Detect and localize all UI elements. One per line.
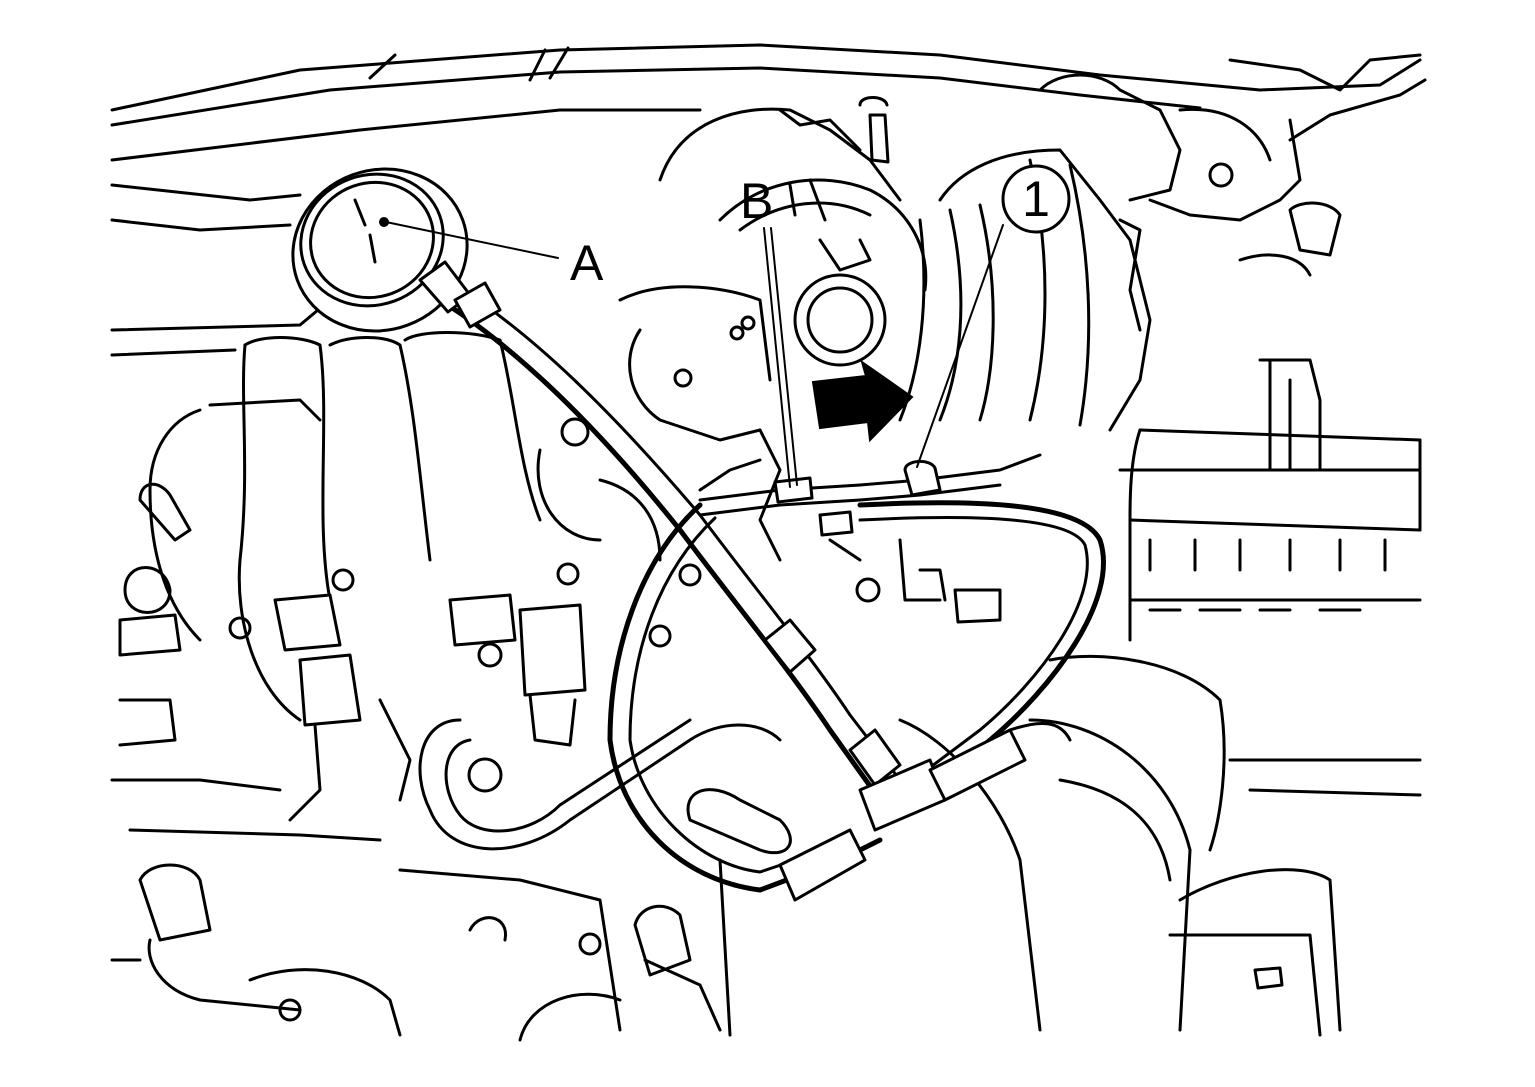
intake-manifold <box>110 298 542 842</box>
throttle-body <box>536 96 928 562</box>
leader-line-a <box>385 221 559 259</box>
radiator-shroud <box>1118 358 1422 1037</box>
fuel-line-rigid <box>698 453 1042 624</box>
injector-connectors <box>228 562 881 822</box>
callout-label-a: A <box>570 235 604 291</box>
callout-label-1: 1 <box>1022 171 1050 227</box>
arrow-right-icon <box>811 359 914 443</box>
coolant-hose-lower <box>418 718 792 855</box>
hood-edge <box>110 43 1427 232</box>
callout-label-b: B <box>740 173 773 229</box>
leader-line-b <box>763 227 791 488</box>
engine-block-lower <box>110 858 732 1042</box>
gauge-hose-loop <box>607 500 1106 902</box>
gauge-hose-main <box>437 283 1072 832</box>
air-intake-hose <box>898 654 1226 1032</box>
leader-line-1 <box>916 224 1004 468</box>
air-duct <box>898 73 1342 432</box>
callout-leaders <box>385 221 1004 488</box>
callout-part-1: 1 <box>1001 164 1071 234</box>
fuel-pressure-gauge <box>291 167 502 333</box>
